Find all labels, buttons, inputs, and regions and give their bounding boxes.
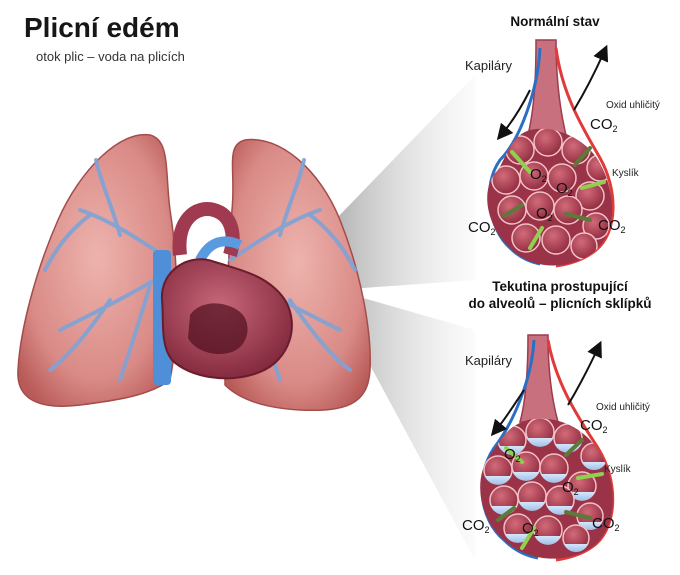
- co2-formula: CO2: [468, 219, 496, 237]
- gas-arrows-fluid: [496, 438, 604, 550]
- cells-normal: [491, 128, 612, 260]
- alveoli-fluid: [480, 334, 615, 562]
- o2-formula: O2: [530, 166, 547, 184]
- o2-formula: O2: [504, 446, 521, 464]
- o2-arrow: [576, 472, 604, 480]
- co2-formula: CO2: [592, 515, 620, 533]
- flow-arrow-left-normal: [496, 89, 531, 141]
- o2-name-label-normal: Kyslík: [612, 168, 639, 179]
- o2-formula: O2: [556, 180, 573, 198]
- o2-arrow: [580, 180, 606, 190]
- co2-arrow: [502, 203, 524, 218]
- alveoli-normal: [487, 39, 615, 268]
- co2-name-label-normal: Oxid uhličitý: [606, 100, 660, 111]
- flow-arrow-right-normal: [573, 44, 609, 111]
- o2-formula: O2: [522, 520, 539, 538]
- o2-name-label-fluid: Kyslík: [604, 464, 631, 475]
- co2-formula: CO2: [462, 517, 490, 535]
- capillary-red-fluid: [546, 339, 615, 562]
- o2-formula: O2: [536, 205, 553, 223]
- heart-chamber: [188, 303, 248, 355]
- co2-arrow: [564, 438, 584, 457]
- co2-arrow: [496, 506, 516, 522]
- page-subtitle: otok plic – voda na plicích: [36, 49, 185, 64]
- panel-fluid-heading-line2: do alveolů – plicních sklípků: [468, 296, 652, 311]
- co2-arrow: [564, 212, 592, 222]
- co2-formula: CO2: [598, 217, 626, 235]
- zoom-beam-top: [335, 75, 475, 290]
- page-title: Plicní edém: [24, 12, 180, 43]
- gas-arrows-normal: [502, 146, 606, 250]
- capillaries-label-normal: Kapiláry: [465, 58, 512, 73]
- co2-arrow: [564, 510, 592, 520]
- airway-fluid: [519, 334, 559, 423]
- co2-formula: CO2: [580, 417, 608, 435]
- panel-normal-heading: Normální stav: [510, 14, 600, 29]
- flow-arrow-left-fluid: [490, 389, 525, 437]
- heart: [153, 202, 293, 385]
- pulmonary-vessel: [195, 236, 243, 263]
- co2-name-label-fluid: Oxid uhličitý: [596, 402, 650, 413]
- o2-arrow: [520, 526, 536, 550]
- co2-formula: CO2: [590, 116, 618, 134]
- o2-formula: O2: [562, 479, 579, 497]
- co2-arrow: [573, 146, 592, 167]
- o2-arrow: [510, 150, 532, 174]
- capillaries-label-fluid: Kapiláry: [465, 353, 512, 368]
- right-lung-shape: [17, 133, 178, 407]
- o2-arrow: [528, 226, 544, 250]
- o2-arrow: [504, 446, 524, 464]
- flow-arrow-right-fluid: [567, 340, 602, 406]
- aorta-arch: [172, 202, 240, 258]
- panel-fluid-heading-line1: Tekutina prostupující: [492, 279, 628, 294]
